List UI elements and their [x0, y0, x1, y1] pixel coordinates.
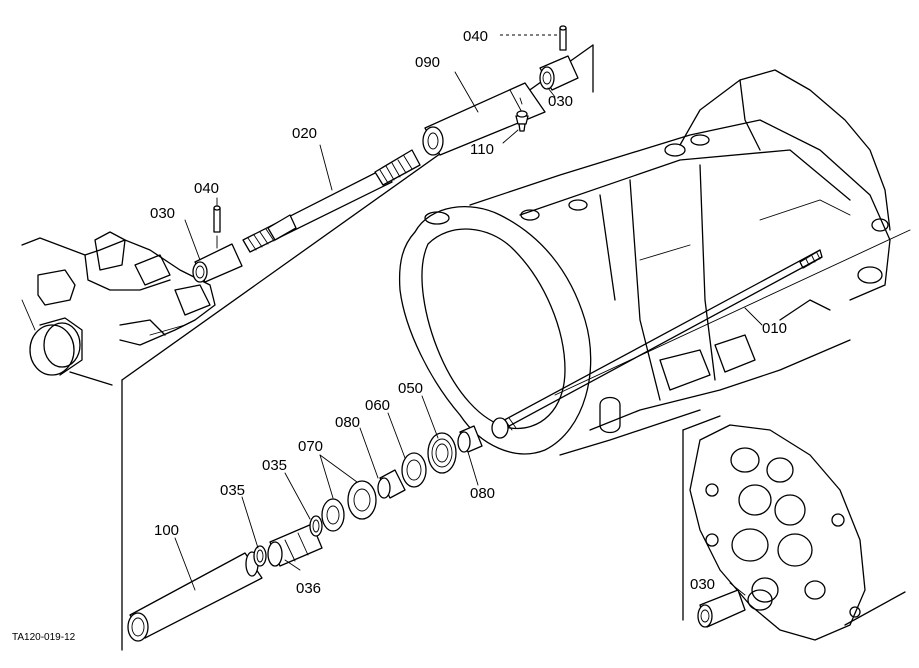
label-035-a: 035 [220, 482, 245, 499]
part-060-ring [401, 452, 427, 488]
part-080-spacer-a [377, 469, 406, 499]
part-036-sleeve [267, 523, 323, 567]
part-080-spacer-b [457, 425, 483, 453]
part-020-shaft [242, 149, 421, 253]
part-035-ring-a [253, 545, 267, 567]
label-020: 020 [292, 125, 317, 142]
part-030-top [539, 55, 579, 91]
label-100: 100 [154, 522, 179, 539]
frame-lines [69, 44, 911, 651]
label-030-left: 030 [150, 205, 175, 222]
leader-lines [174, 34, 763, 596]
label-040-top: 040 [463, 28, 488, 45]
label-070: 070 [298, 438, 323, 455]
part-040-top [559, 25, 567, 51]
label-090: 090 [415, 54, 440, 71]
part-050-bearing [427, 432, 457, 474]
label-010: 010 [762, 320, 787, 337]
part-030-left [192, 243, 243, 283]
label-050: 050 [398, 380, 423, 397]
front-housing [21, 231, 216, 376]
part-090-tube [422, 82, 546, 156]
label-030-bottom: 030 [690, 576, 715, 593]
label-110: 110 [470, 141, 494, 158]
part-030-bottom [697, 589, 746, 628]
label-030-top: 030 [548, 93, 573, 110]
part-070-seal-b [347, 480, 377, 520]
part-040-left [213, 205, 221, 249]
label-040-left: 040 [194, 180, 219, 197]
label-060: 060 [365, 397, 390, 414]
part-070-seal-a [321, 498, 345, 532]
part-labels: 040 090 030 110 020 040 030 010 050 060 … [12, 28, 787, 643]
figure-code: TA120-019-12 [12, 632, 76, 643]
rear-cover-plate [689, 424, 866, 641]
label-036: 036 [296, 580, 321, 597]
part-110-fitting [515, 110, 529, 132]
label-035-b: 035 [262, 457, 287, 474]
label-080-a: 080 [335, 414, 360, 431]
part-010-shaft [491, 249, 823, 439]
part-035-ring-b [309, 515, 323, 537]
transmission-housing [398, 69, 891, 456]
label-080-b: 080 [470, 485, 495, 502]
part-100-tube [127, 551, 263, 642]
